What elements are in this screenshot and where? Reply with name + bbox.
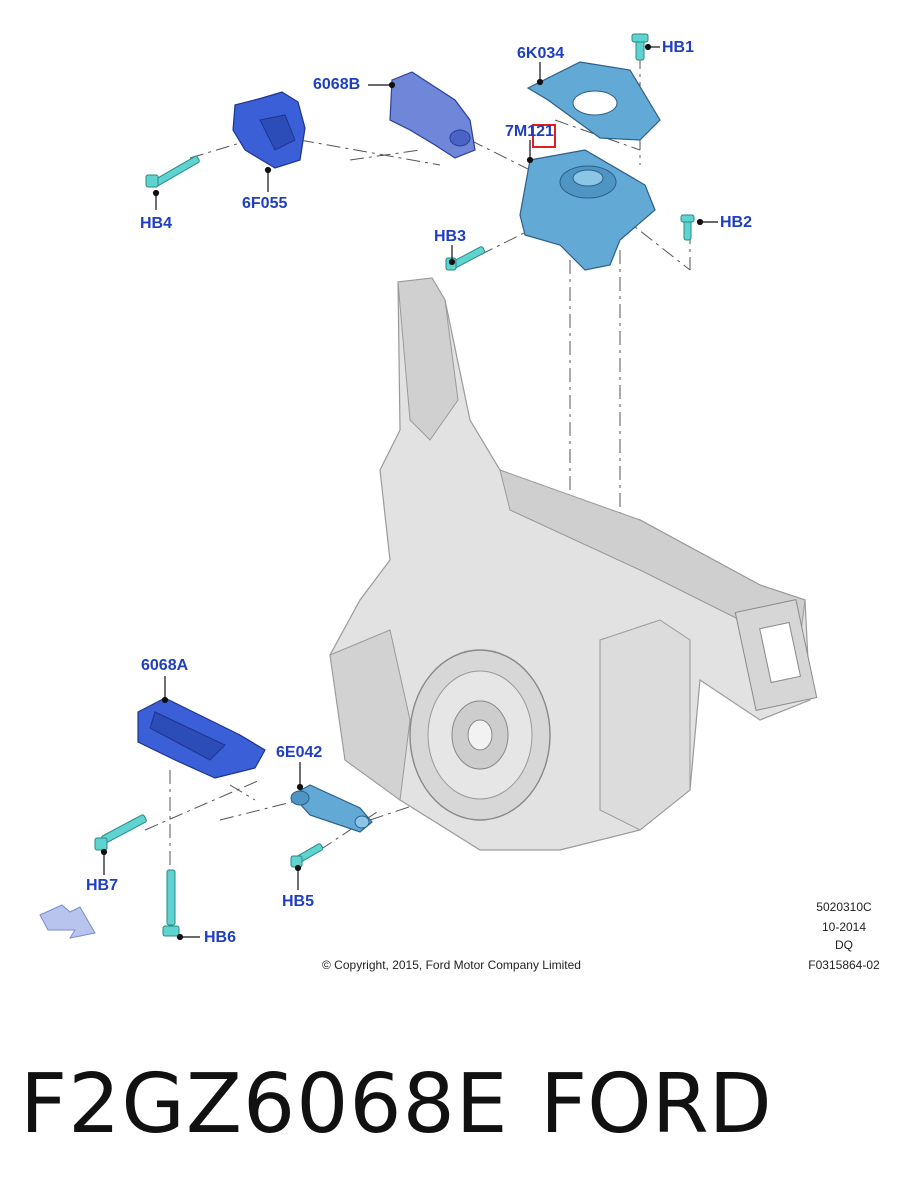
- callout-HB4[interactable]: HB4: [140, 215, 173, 232]
- callout-7M121[interactable]: 7M121: [505, 123, 554, 140]
- callout-6068A[interactable]: 6068A: [141, 657, 189, 674]
- bolt-HB4: [145, 155, 200, 188]
- diagram-figure-id: F0315864-02: [808, 958, 880, 972]
- callout-6F055[interactable]: 6F055: [242, 195, 288, 212]
- diagram-code: 5020310C: [816, 900, 872, 914]
- part-6068B[interactable]: [389, 71, 476, 159]
- diagram-date: 10-2014: [821, 920, 867, 934]
- diagram-dq: DQ: [835, 938, 853, 952]
- exploded-parts-diagram: [39, 33, 818, 941]
- bolt-HB7: [94, 814, 147, 851]
- callout-HB3[interactable]: HB3: [434, 228, 467, 245]
- callout-HB6[interactable]: HB6: [204, 929, 237, 946]
- part-6F055[interactable]: [232, 91, 306, 169]
- part-7M121[interactable]: [519, 149, 656, 271]
- callout-6068B[interactable]: 6068B: [313, 76, 361, 93]
- highlight-box: [532, 124, 556, 148]
- callout-HB7[interactable]: HB7: [86, 877, 119, 894]
- part-number: F2GZ6068E: [20, 1057, 509, 1152]
- callout-HB2[interactable]: HB2: [720, 214, 753, 231]
- direction-arrow-icon: [39, 904, 96, 939]
- callout-HB1[interactable]: HB1: [662, 39, 695, 56]
- part-6K034[interactable]: [526, 61, 661, 141]
- callout-6K034[interactable]: 6K034: [517, 45, 565, 62]
- bolts: [94, 33, 695, 937]
- brand-name: FORD: [540, 1057, 772, 1152]
- leader-lines: [100, 43, 718, 941]
- bolt-HB1: [631, 33, 649, 61]
- bolt-HB6: [162, 869, 180, 937]
- callout-6E042[interactable]: 6E042: [276, 744, 323, 761]
- bolt-HB5: [290, 843, 324, 868]
- part-6068A[interactable]: [137, 697, 266, 779]
- part-6E042[interactable]: [290, 784, 373, 833]
- callout-HB5[interactable]: HB5: [282, 893, 315, 910]
- copyright-text: © Copyright, 2015, Ford Motor Company Li…: [322, 958, 581, 972]
- transmission-assembly: [329, 277, 818, 851]
- bolt-HB2: [680, 214, 695, 241]
